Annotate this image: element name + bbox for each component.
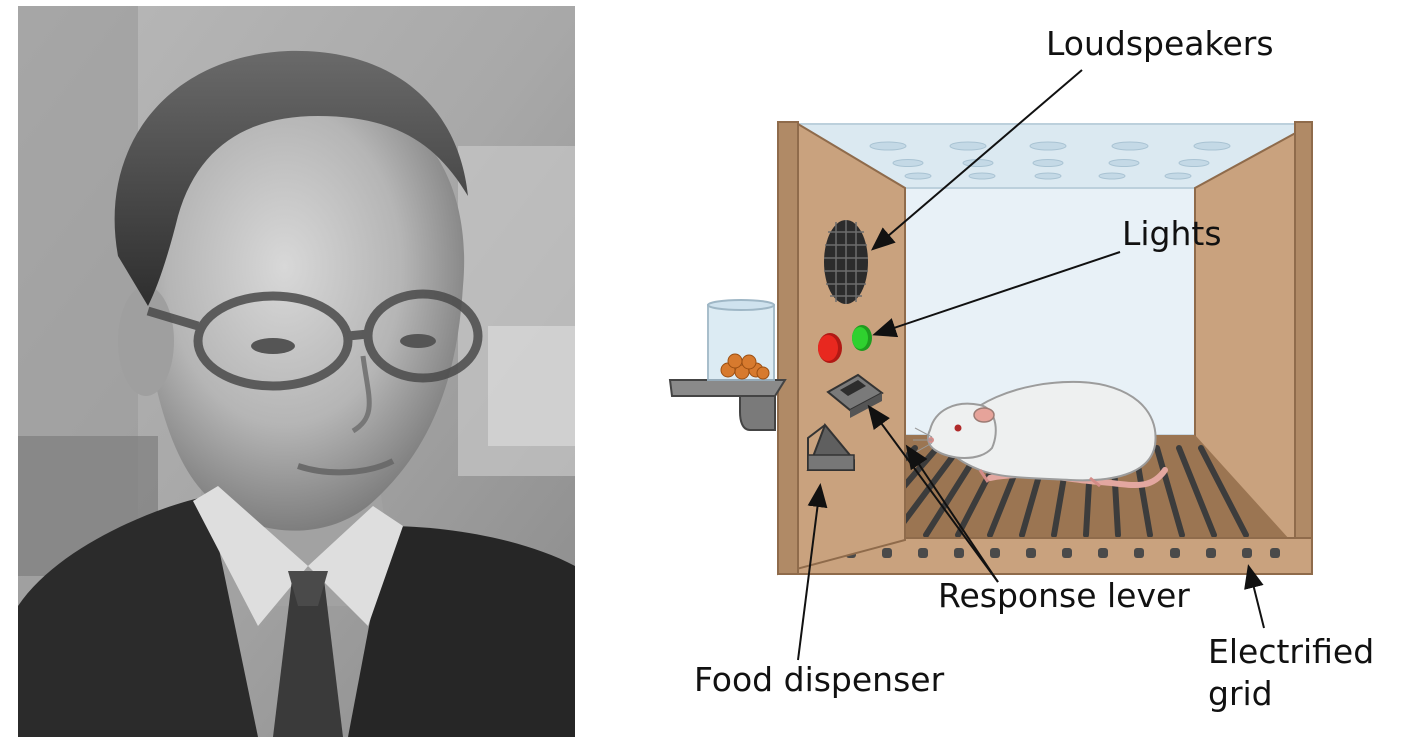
rat-icon	[913, 380, 1168, 489]
loudspeaker-icon	[824, 220, 868, 304]
arrow-response-lever	[867, 404, 999, 583]
ceiling-holes	[869, 141, 1231, 180]
label-response-lever: Response lever	[938, 576, 1190, 615]
arrow-loudspeakers	[870, 69, 1083, 251]
arrow-response-lever-grid	[905, 444, 999, 583]
red-light-icon	[818, 333, 842, 363]
response-lever-icon	[826, 373, 884, 418]
green-light-icon	[852, 325, 872, 351]
food-dispenser-icon	[806, 423, 855, 471]
skinner-box-illustration	[668, 69, 1313, 661]
label-grid: grid	[1208, 674, 1273, 713]
food-pellet-jar-icon	[707, 299, 775, 381]
arrow-electrified-grid	[1244, 564, 1265, 629]
arrow-lights	[872, 251, 1121, 338]
pointer-arrows	[797, 69, 1265, 661]
label-loudspeakers: Loudspeakers	[1046, 24, 1274, 63]
portrait-photo	[18, 6, 575, 737]
arrow-food-dispenser	[797, 483, 828, 661]
label-food-dispenser: Food dispenser	[694, 660, 945, 699]
food-shelf-icon	[668, 379, 787, 431]
portrait-image	[18, 6, 575, 737]
label-electrified: Electrified	[1208, 632, 1375, 671]
skinner-box-diagram: Loudspeakers Lights Response lever Elect…	[650, 0, 1406, 742]
label-lights: Lights	[1122, 214, 1222, 253]
